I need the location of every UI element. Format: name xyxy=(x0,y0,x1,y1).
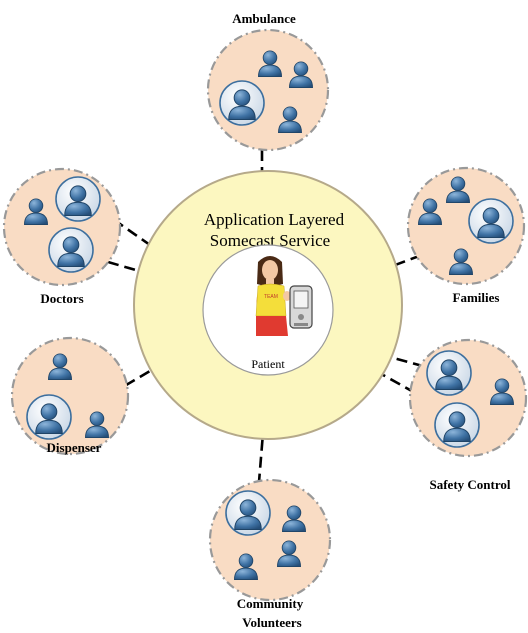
service-title-line1: Application Layered xyxy=(204,210,345,229)
label-safety-control: Safety Control xyxy=(429,477,510,492)
group-doctors xyxy=(2,167,122,287)
handheld-device-icon xyxy=(289,285,313,329)
group-circle-dispenser xyxy=(10,336,130,456)
shirt-print: TEAM xyxy=(264,294,278,300)
label-dispenser: Dispenser xyxy=(47,440,102,455)
label-volunteers: Volunteers xyxy=(242,615,301,630)
group-dispenser xyxy=(10,336,130,456)
label-doctors: Doctors xyxy=(40,291,83,306)
label-ambulance: Ambulance xyxy=(232,11,296,26)
group-ambulance xyxy=(206,28,330,152)
group-circle-community xyxy=(208,478,332,602)
patient-label: Patient xyxy=(251,357,285,371)
group-safety xyxy=(408,338,528,458)
patient-illustration: TEAM xyxy=(255,256,291,336)
group-circle-families xyxy=(406,166,526,286)
group-community xyxy=(208,478,332,602)
group-families xyxy=(406,166,526,286)
service-title-line2: Somecast Service xyxy=(210,231,330,250)
label-community: Community xyxy=(237,596,304,611)
label-families: Families xyxy=(453,290,500,305)
